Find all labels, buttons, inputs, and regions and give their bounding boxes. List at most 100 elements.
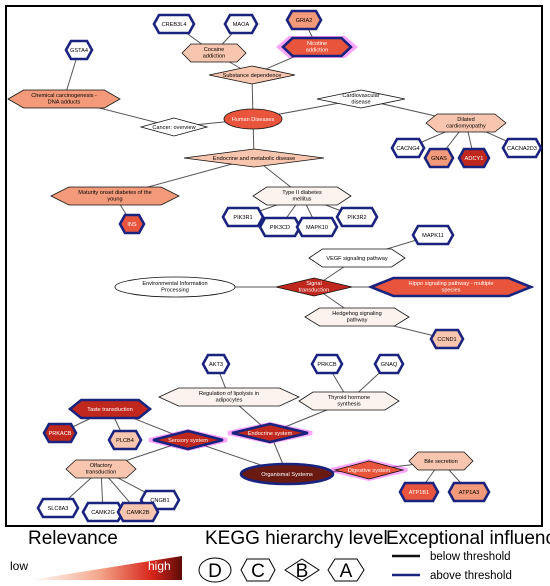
node-cacna2d3-label: CACNA2D3 — [507, 146, 537, 152]
node-sensory[interactable]: Sensory system — [148, 428, 228, 452]
node-maoa[interactable]: MAOA — [223, 13, 259, 35]
level-c-shape — [240, 558, 276, 582]
node-pik3cd-label: PIK3CD — [270, 225, 290, 231]
node-vegf[interactable]: VEGF signaling pathway — [308, 248, 406, 268]
node-endosys-shape — [231, 422, 309, 444]
relevance-gradient-bar — [30, 556, 182, 580]
node-atp1b1[interactable]: ATP1B1 — [398, 481, 440, 503]
node-sensory-shape — [152, 429, 224, 451]
node-taste[interactable]: Taste transduction — [67, 398, 153, 420]
node-prkacb-shape — [42, 422, 78, 444]
node-gnas[interactable]: GNAS — [423, 147, 455, 169]
node-digestive[interactable]: Digestive system — [330, 458, 408, 482]
node-cacng4[interactable]: CACNG4 — [390, 137, 426, 159]
node-slc8a3-shape — [36, 497, 80, 519]
node-endomet-shape — [183, 148, 325, 168]
node-camk2b-shape — [116, 501, 160, 523]
node-ins[interactable]: INS — [118, 213, 146, 235]
node-gsta4[interactable]: GSTA4 — [64, 39, 94, 61]
node-gria2-label: GRIA2 — [296, 18, 313, 24]
node-mapk11[interactable]: MAPK11 — [411, 224, 455, 246]
node-cacng4-shape — [390, 137, 426, 159]
node-human[interactable]: Human Diseases — [223, 108, 283, 130]
node-pik3r2-shape — [335, 206, 379, 228]
relevance-high-label: high — [148, 559, 171, 573]
node-organismal-label: Organismal Systems — [261, 472, 313, 478]
node-human-label: Human Diseases — [232, 117, 275, 123]
node-plcb4[interactable]: PLCB4 — [107, 429, 143, 451]
node-cngb1-label: CNGB1 — [150, 498, 169, 504]
level-a-label: A — [340, 561, 353, 582]
node-bile-label: Bile secretion — [424, 459, 458, 465]
node-atp1a3[interactable]: ATP1A3 — [447, 481, 491, 503]
node-pik3r1[interactable]: PIK3R1 — [221, 206, 265, 228]
node-akt3-label: AKT3 — [209, 362, 223, 368]
node-endomet[interactable]: Endocrine and metabolic disease — [183, 148, 325, 168]
node-prkacb[interactable]: PRKACB — [42, 422, 78, 444]
node-prkacb-label: PRKACB — [48, 431, 71, 437]
node-slc8a3[interactable]: SLC8A3 — [36, 497, 80, 519]
node-atp1a3-shape — [447, 481, 491, 503]
level-b-shape — [284, 558, 320, 582]
node-mapk10[interactable]: MAPK10 — [295, 216, 339, 238]
node-endosys[interactable]: Endocrine system — [227, 421, 313, 445]
node-gnaq[interactable]: GNAQ — [373, 353, 405, 375]
node-cardiovascular-shape — [316, 89, 406, 109]
node-gnas-label: GNAS — [431, 156, 447, 162]
node-taste-label: Taste transduction — [87, 407, 132, 413]
node-creb3l4-shape — [152, 13, 196, 35]
node-pik3r2[interactable]: PIK3R2 — [335, 206, 379, 228]
node-adcy1[interactable]: ADCY1 — [457, 147, 491, 169]
node-creb3l4[interactable]: CREB3L4 — [152, 13, 196, 35]
node-akt3[interactable]: AKT3 — [201, 353, 231, 375]
node-chemcarc[interactable]: Chemical carcinogenesis -DNA adducts — [7, 89, 121, 109]
node-camk2g-label: CAMK2G — [91, 510, 115, 516]
node-mapk10-label: MAPK10 — [306, 225, 328, 231]
node-atp1a3-label: ATP1A3 — [459, 490, 479, 496]
below-threshold-label: below threshold — [430, 551, 511, 563]
node-ccnd1[interactable]: CCND1 — [429, 328, 465, 350]
node-substance[interactable]: Substance dependence — [208, 65, 296, 85]
relevance-low-label: low — [10, 559, 28, 573]
node-pik3cd[interactable]: PIK3CD — [258, 216, 302, 238]
node-slc8a3-label: SLC8A3 — [48, 506, 69, 512]
node-pik3r1-label: PIK3R1 — [233, 215, 252, 221]
node-camk2b[interactable]: CAMK2B — [116, 501, 160, 523]
node-cacna2d3[interactable]: CACNA2D3 — [501, 137, 543, 159]
node-t2d-shape — [252, 186, 352, 206]
node-cocaine-shape — [181, 43, 247, 63]
node-camk2b-label: CAMK2B — [126, 510, 149, 516]
node-gria2[interactable]: GRIA2 — [285, 9, 323, 31]
node-endosys-label: Endocrine system — [248, 431, 293, 437]
node-creb3l4-label: CREB3L4 — [162, 22, 187, 28]
node-substance-shape — [208, 65, 296, 85]
node-gsta4-label: GSTA4 — [70, 48, 88, 54]
node-gnaq-shape — [373, 353, 405, 375]
node-cancer[interactable]: Cancer: overview — [139, 117, 209, 137]
node-atp1b1-shape — [398, 481, 440, 503]
node-taste-shape — [67, 398, 153, 420]
node-prkcb[interactable]: PRKCB — [310, 353, 344, 375]
node-bile[interactable]: Bile secretion — [408, 451, 474, 471]
relevance-legend-title: Relevance — [28, 528, 118, 549]
node-ccnd1-label: CCND1 — [437, 337, 456, 343]
node-organismal[interactable]: Organismal Systems — [239, 462, 335, 486]
node-gria2-shape — [285, 9, 323, 31]
node-ccnd1-shape — [429, 328, 465, 350]
